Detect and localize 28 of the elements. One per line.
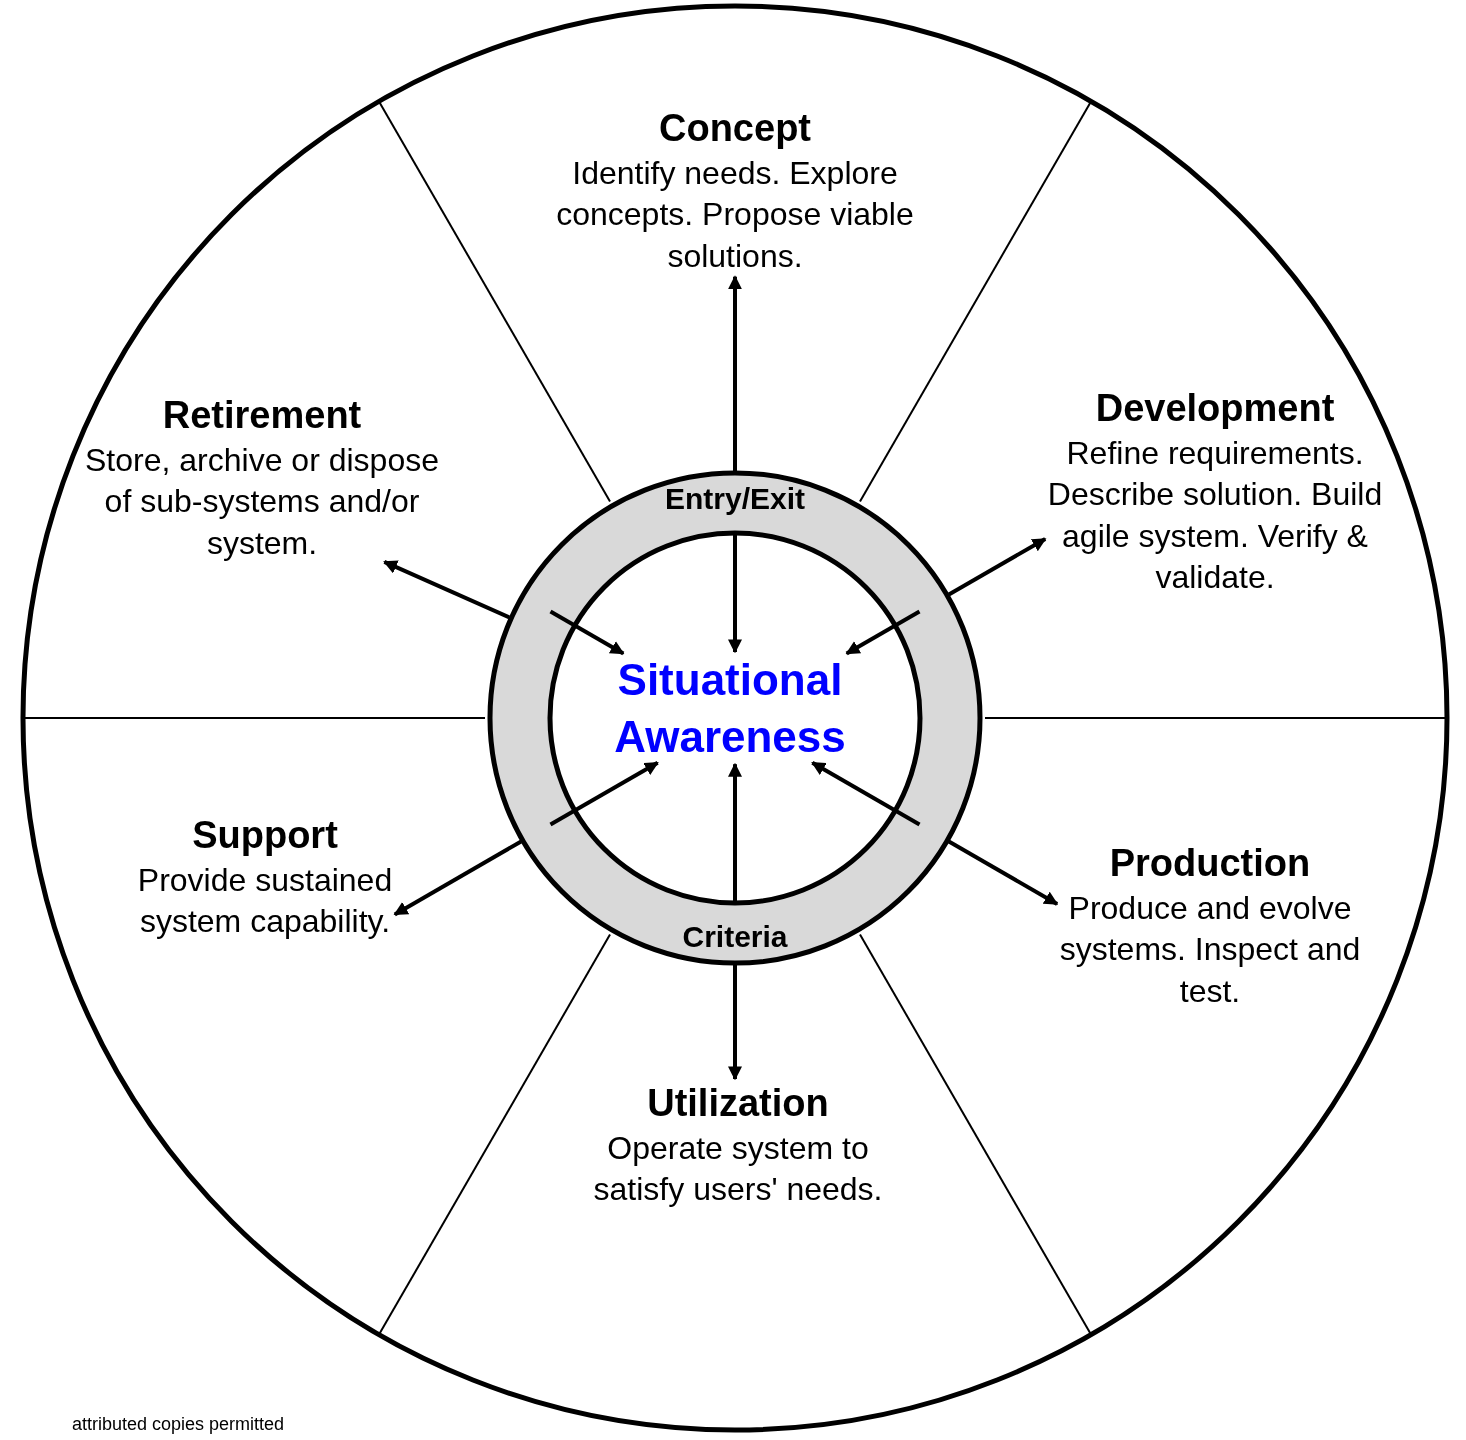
arrow xyxy=(549,760,659,827)
phase-heading: Concept xyxy=(658,106,812,151)
phase-description: Store, archive or dispose of sub-systems and/or system. xyxy=(84,440,440,563)
arrow xyxy=(549,609,625,656)
arrow xyxy=(947,839,1059,906)
phase-description: Identify needs. Explore concepts. Propose viable solutions. xyxy=(555,153,915,276)
arrow xyxy=(728,532,742,654)
ring-label: Entry/Exit xyxy=(665,484,805,514)
arrow xyxy=(383,560,511,620)
arrow xyxy=(393,839,523,917)
phase-description: Produce and evolve systems. Inspect and test. xyxy=(1058,888,1362,1011)
arrow xyxy=(811,760,921,827)
ring-label: Criteria xyxy=(682,922,788,952)
phase-description: Operate system to satisfy users' needs. xyxy=(592,1128,884,1210)
center-label: Situational Awareness xyxy=(600,651,860,766)
phase-heading: Retirement xyxy=(161,393,363,438)
arrow xyxy=(947,537,1047,597)
arrow xyxy=(728,762,742,904)
arrow xyxy=(728,275,742,471)
footer-note: attributed copies permitted xyxy=(72,1414,285,1435)
arrow xyxy=(845,609,921,656)
phase-heading: Support xyxy=(191,813,339,858)
arrow xyxy=(728,965,742,1081)
phase-description: Provide sustained system capability. xyxy=(136,860,394,942)
phase-heading: Utilization xyxy=(646,1081,830,1126)
phase-heading: Production xyxy=(1108,841,1312,886)
phase-heading: Development xyxy=(1094,386,1336,431)
phase-description: Refine requirements. Describe solution. Build agile system. Verify & validate. xyxy=(1046,433,1384,598)
